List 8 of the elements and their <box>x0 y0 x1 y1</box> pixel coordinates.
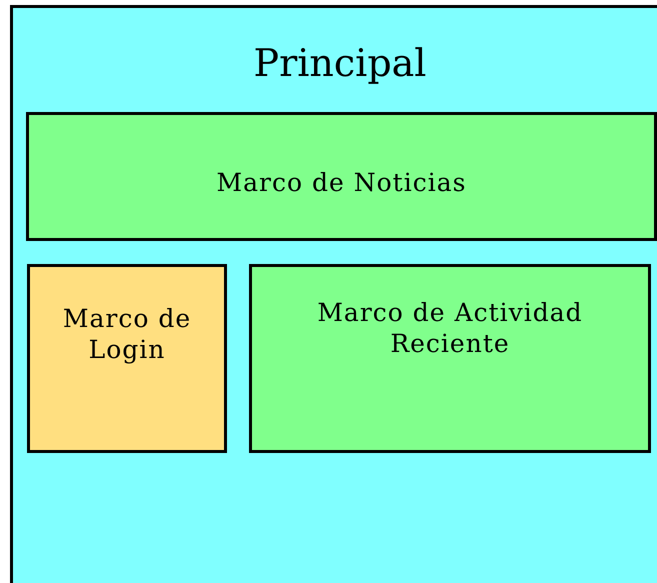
frame-panel <box>26 112 657 241</box>
frame-title: Principal <box>252 40 428 87</box>
frame-label: Marco de Noticias <box>216 167 468 198</box>
frame-panel <box>27 264 227 453</box>
frame-panel <box>249 264 651 453</box>
frame-label: Marco de Login <box>62 303 192 366</box>
frame-panel <box>10 5 657 583</box>
frame-label: Marco de Actividad Reciente <box>316 297 584 360</box>
